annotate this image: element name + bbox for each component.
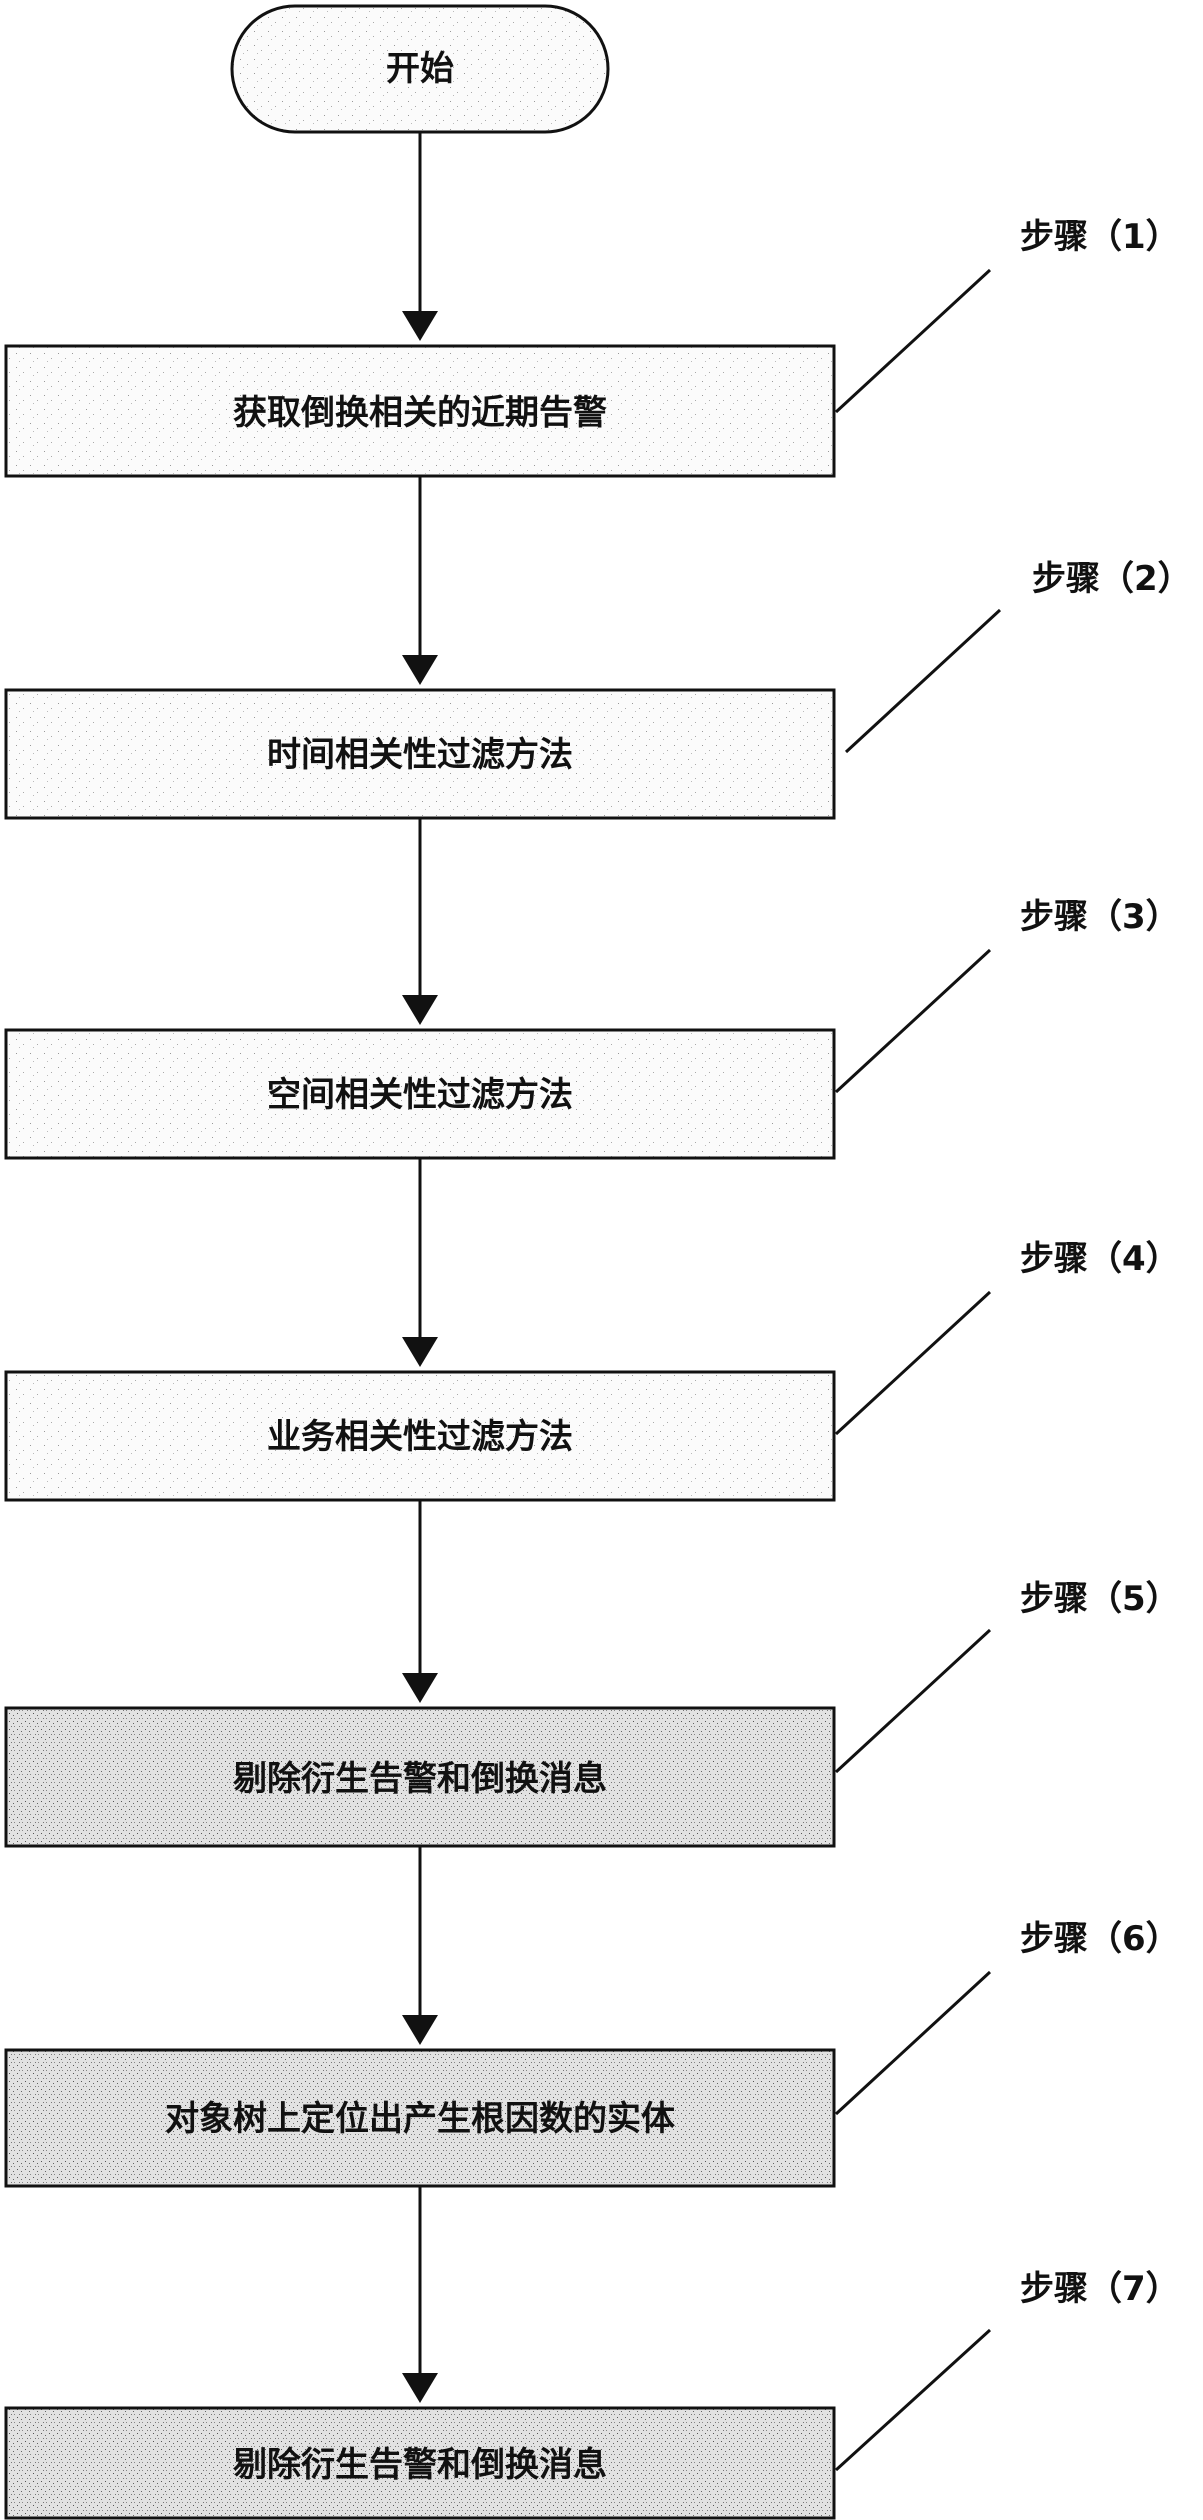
- process-step-4: 业务相关性过滤方法 步骤（4）: [4, 1239, 1180, 1502]
- process-step-5: 剔除衍生告警和倒换消息 步骤（5）: [4, 1579, 1180, 1848]
- step-box: [4, 1028, 836, 1160]
- step-box: [4, 344, 836, 478]
- process-step-3: 空间相关性过滤方法 步骤（3）: [4, 897, 1180, 1160]
- step-tag: 步骤（5）: [1020, 1579, 1180, 1619]
- step-label: 空间相关性过滤方法: [267, 1075, 573, 1115]
- step-label: 业务相关性过滤方法: [267, 1417, 573, 1457]
- step-leader-line: [834, 1970, 992, 2116]
- step-tag: 步骤（1）: [1020, 217, 1180, 257]
- step-tag: 步骤（6）: [1020, 1919, 1180, 1959]
- step-box: [4, 2048, 836, 2188]
- step-leader-line: [844, 608, 1002, 754]
- step-label: 剔除衍生告警和倒换消息: [233, 2445, 607, 2485]
- process-step-7: 剔除衍生告警和倒换消息 步骤（7）: [4, 2269, 1180, 2520]
- process-step-1: 获取倒换相关的近期告警 步骤（1）: [4, 217, 1180, 478]
- start-label: 开始: [386, 49, 454, 89]
- step-label: 时间相关性过滤方法: [267, 735, 573, 775]
- step-leader-line: [834, 1290, 992, 1436]
- step-label: 剔除衍生告警和倒换消息: [233, 1759, 607, 1799]
- step-box: [4, 688, 836, 820]
- step-tag: 步骤（7）: [1020, 2269, 1180, 2309]
- step-box: [4, 1370, 836, 1502]
- step-tag: 步骤（4）: [1020, 1239, 1180, 1279]
- step-label: 对象树上定位出产生根因数的实体: [165, 2099, 675, 2139]
- step-tag: 步骤（3）: [1020, 897, 1180, 937]
- step-tag: 步骤（2）: [1032, 559, 1192, 599]
- process-step-6: 对象树上定位出产生根因数的实体 步骤（6）: [4, 1919, 1180, 2188]
- step-leader-line: [834, 2328, 992, 2472]
- start-node: 开始: [230, 4, 610, 134]
- step-leader-line: [834, 1628, 992, 1774]
- step-box: [4, 2406, 836, 2520]
- step-label: 获取倒换相关的近期告警: [233, 393, 607, 433]
- process-step-2: 时间相关性过滤方法 步骤（2）: [4, 559, 1192, 820]
- step-leader-line: [834, 948, 992, 1094]
- step-box: [4, 1706, 836, 1848]
- step-leader-line: [834, 268, 992, 414]
